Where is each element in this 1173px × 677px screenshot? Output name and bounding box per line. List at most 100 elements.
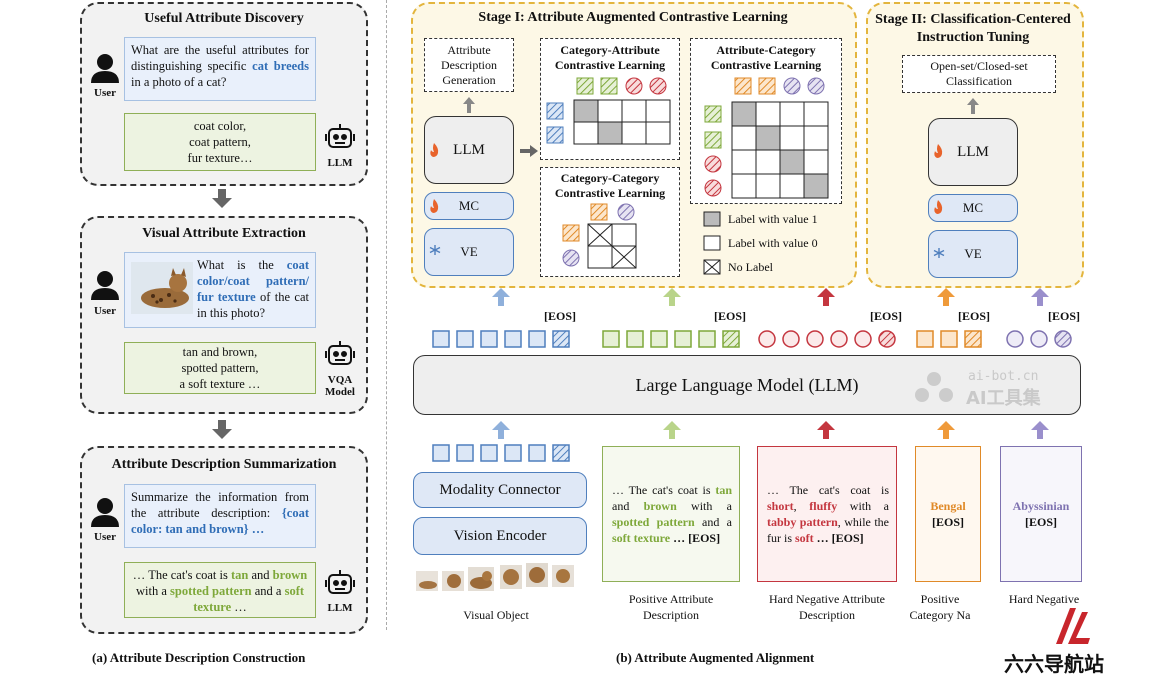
a-highlight: spotted pattern (170, 584, 252, 598)
stage2-llm: LLM (928, 118, 1018, 186)
hl: tan (715, 483, 732, 497)
visual-object-crops (416, 563, 574, 591)
pos-attr-text: … The cat's coat is tan and brown with a… (604, 482, 740, 546)
arrow-up-orange-icon (937, 288, 955, 306)
right-arrow-icon (520, 145, 538, 157)
legend-value-1: Label with value 1 (728, 212, 818, 226)
up-arrow-icon (967, 98, 979, 114)
down-arrow-icon (212, 420, 232, 439)
legend-nolabel-swatch (703, 259, 721, 275)
eos-label: [EOS] (1047, 309, 1080, 323)
user-label: User (94, 531, 116, 543)
eos-label: [EOS] (713, 309, 746, 323)
llm-text: LLM (957, 143, 989, 160)
extraction-answer: tan and brown, spotted pattern, a soft t… (124, 342, 316, 394)
answer-line: a soft texture … (179, 377, 261, 391)
watermark-brand: AI工具集 (966, 388, 1041, 409)
cc-title: Category-Category Contrastive Learning (554, 171, 666, 200)
fire-icon (430, 199, 439, 213)
stage2-mc: MC (928, 194, 1018, 222)
llm-text: LLM (453, 141, 485, 158)
discovery-question: What are the useful attributes for disti… (124, 37, 316, 101)
hl: brown (643, 499, 677, 513)
a-text: and a (251, 584, 285, 598)
legend-empty-swatch (703, 235, 721, 251)
caption-visual-object: Visual Object (463, 608, 529, 622)
token-row-positive-attr (602, 330, 740, 348)
cat-photo (131, 262, 193, 314)
q-text: in a photo of a cat? (131, 75, 227, 89)
q-highlight: cat breeds (252, 59, 309, 73)
vqa-label: VQA Model (325, 374, 355, 398)
t: and (612, 499, 644, 513)
vqa-robot-icon (325, 340, 355, 365)
logo-text: 六六导航站 (1004, 652, 1104, 676)
hl: soft texture (612, 531, 671, 545)
q-brace: { (281, 506, 287, 520)
modality-connector: Modality Connector (413, 472, 587, 508)
cc-matrix (562, 203, 637, 269)
caption-positive-attr: Positive Attribute Description (628, 592, 714, 622)
t: … [EOS] (670, 531, 721, 545)
arrow-up-blue-icon (492, 288, 510, 306)
token-row-negative-cat (1006, 330, 1072, 348)
attr-gen-box: Attribute Description Generation (424, 38, 514, 92)
ac-title: Attribute-Category Contrastive Learning (710, 43, 822, 72)
q-text: of the cat in this photo? (197, 290, 309, 320)
ve-text: VE (460, 244, 478, 259)
fire-icon (934, 200, 943, 214)
arrow-up-green-icon (663, 288, 681, 306)
a-highlight: brown (272, 568, 308, 582)
t: , while the fur is (767, 515, 889, 545)
hl: soft (795, 531, 814, 545)
answer-line: spotted pattern, (181, 361, 259, 375)
token-row-visual-input (432, 444, 570, 462)
arrow-up-blue-icon (492, 421, 510, 439)
arrow-up-red-icon (817, 421, 835, 439)
ca-title: Category-Attribute Contrastive Learning (554, 43, 666, 72)
discovery-answer: coat color, coat pattern, fur texture… (124, 113, 316, 171)
logo-mark-icon (1056, 608, 1090, 644)
eos-label: [EOS] (869, 309, 902, 323)
ca-matrix (546, 77, 671, 145)
hl: fluffy (809, 499, 838, 513)
t: and a (694, 515, 733, 529)
stage1-llm: LLM (424, 116, 514, 184)
cat-name: Abyssinian (1012, 499, 1070, 513)
token-row-positive-cat (916, 330, 982, 348)
hl: tabby pattern (767, 515, 838, 529)
a-text: with a (135, 584, 170, 598)
a-text: and (248, 568, 273, 582)
q-colon: : (158, 522, 166, 536)
summarization-question: Summarize the information from the attri… (124, 484, 316, 548)
q-text: Summarize the information from the attri… (131, 490, 309, 520)
discovery-title: Useful Attribute Discovery (144, 11, 304, 26)
a-text: … (231, 600, 247, 614)
t: with a (837, 499, 889, 513)
panel-b-caption: (b) Attribute Augmented Alignment (616, 650, 815, 665)
stage1-mc: MC (424, 192, 514, 220)
main-llm-text: Large Language Model (LLM) (635, 374, 859, 395)
eos-label: [EOS] (957, 309, 990, 323)
legend-value-0: Label with value 0 (728, 236, 818, 250)
user-icon (91, 498, 119, 527)
arrow-up-purple-icon (1031, 421, 1049, 439)
t: … [EOS] (813, 531, 864, 545)
answer-line: fur texture… (187, 151, 253, 165)
a-text: … The cat's coat is (132, 568, 231, 582)
legend-no-label: No Label (728, 260, 773, 274)
robot-icon (325, 569, 355, 594)
mc-text: MC (458, 198, 480, 213)
cat-name: Bengal (930, 499, 966, 513)
eos-label: [EOS] (543, 309, 576, 323)
user-label: User (94, 87, 116, 99)
a-highlight: tan (230, 568, 249, 582)
llm-label: LLM (327, 602, 353, 614)
panel-a-caption: (a) Attribute Description Construction (92, 650, 306, 665)
caption-positive-category: Positive Category Na (909, 592, 971, 622)
t: … The cat's coat is (612, 483, 716, 497)
snowflake-icon (429, 244, 441, 256)
watermark-text: ai-bot.cn (968, 369, 1039, 384)
user-label: User (94, 305, 116, 317)
token-row-visual (432, 330, 570, 348)
